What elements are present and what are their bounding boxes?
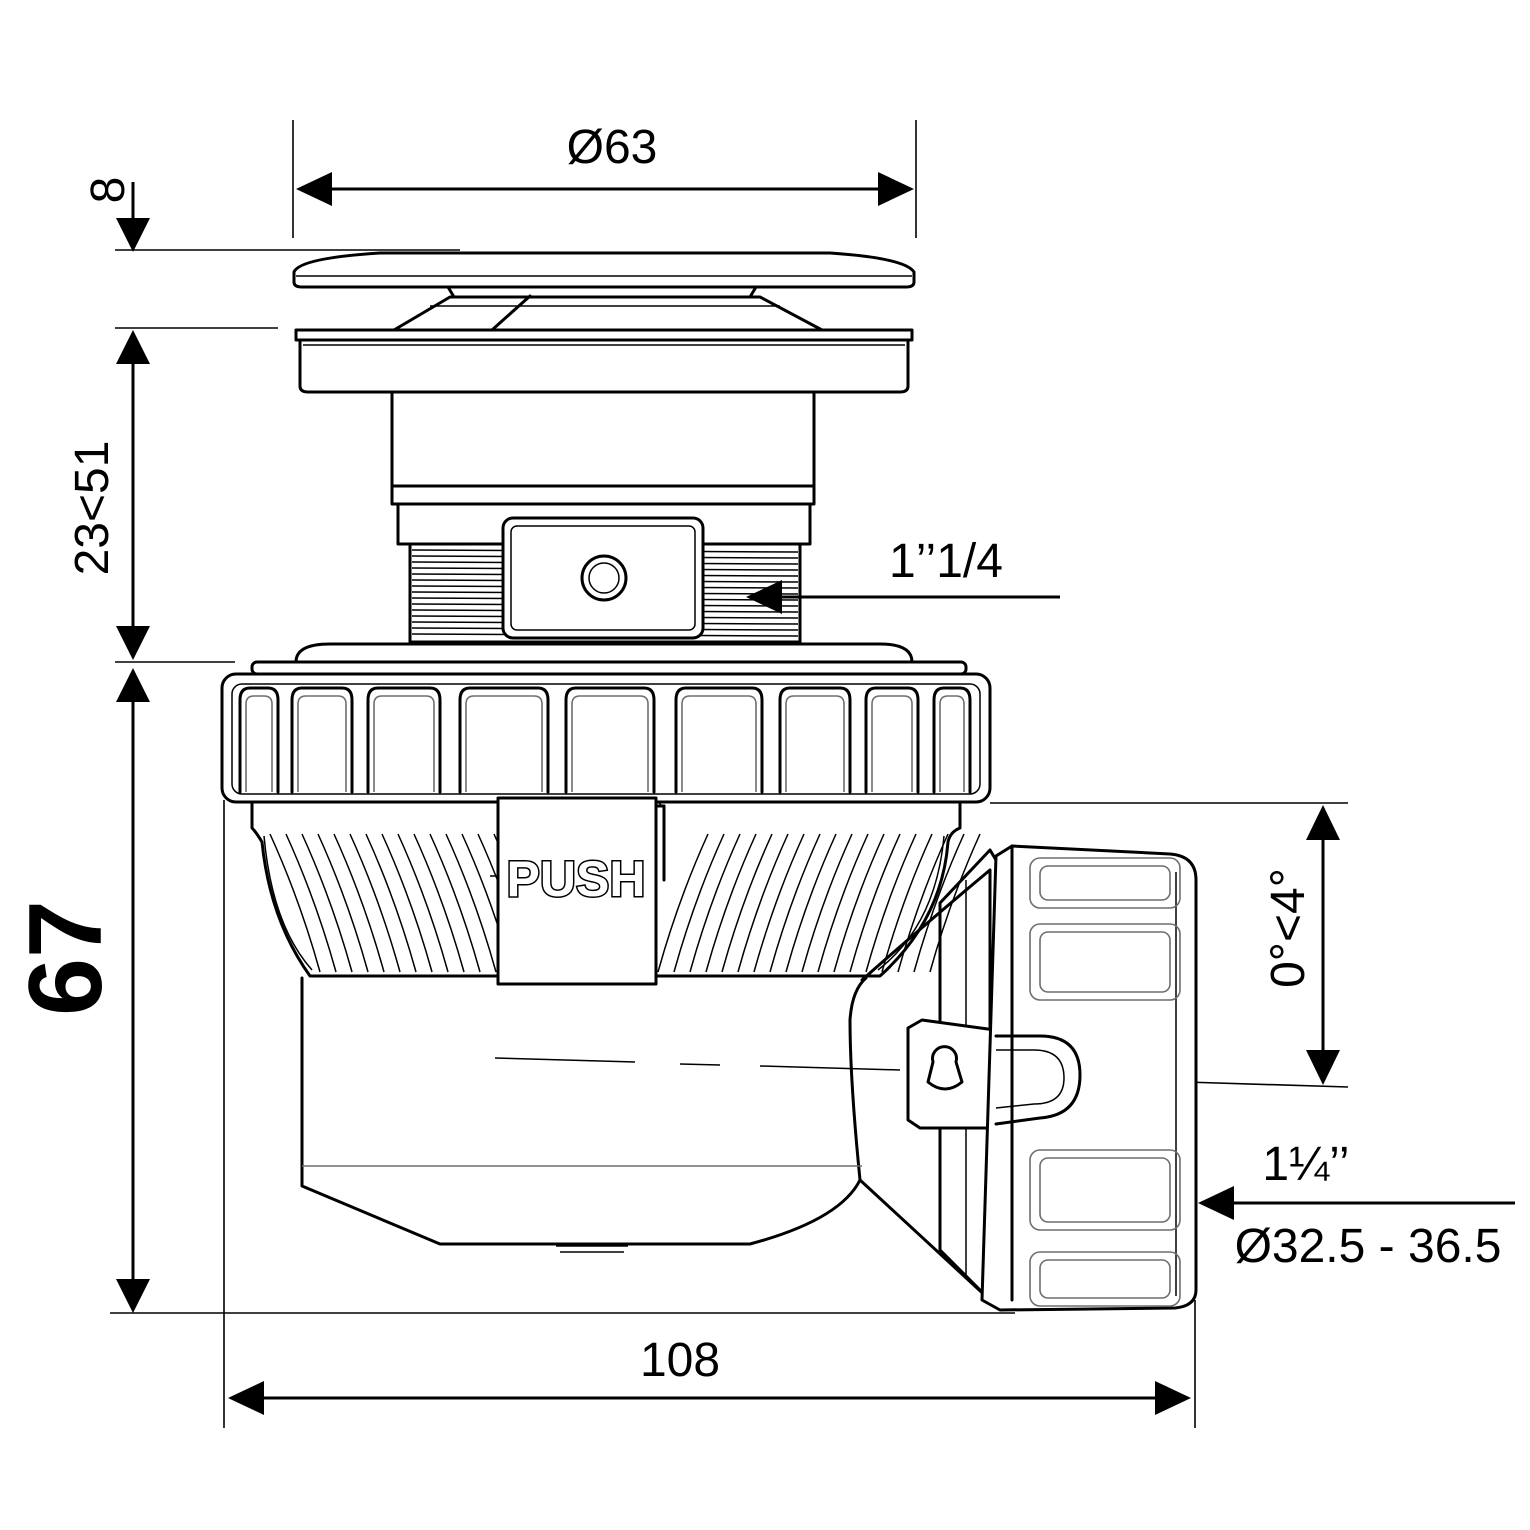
cap-height-label: 8	[82, 177, 135, 204]
body-groove	[689, 833, 741, 973]
body-groove	[913, 833, 965, 973]
body-groove	[333, 833, 385, 973]
body-groove	[785, 833, 837, 973]
adjust-range-label: 23<51	[66, 441, 119, 576]
outlet-nut-lug	[1029, 1149, 1181, 1231]
nut-rib-inner	[465, 695, 543, 792]
outlet-nut-lug-inner	[1039, 931, 1171, 993]
body-groove	[769, 833, 821, 973]
body-groove	[849, 833, 901, 973]
outlet-nut-lug	[1029, 857, 1181, 909]
push-clip[interactable]: PUSH	[490, 796, 666, 986]
nut-rib	[238, 686, 280, 794]
extension-lines	[110, 120, 1349, 1428]
body-groove	[381, 833, 433, 973]
total-height-label: 67	[8, 900, 124, 1016]
plug-cap	[292, 251, 916, 332]
outlet-thread-label: 1¼’’	[1262, 1138, 1349, 1191]
outlet-nut-lug-inner	[1039, 865, 1171, 901]
nut-rib-inner	[571, 695, 649, 792]
body-groove	[429, 833, 481, 973]
push-label: PUSH	[507, 851, 646, 907]
body-groove	[317, 833, 369, 973]
nut-rib-inner	[373, 695, 435, 792]
body-groove	[865, 833, 917, 973]
nut-rib	[674, 686, 764, 794]
outlet-diameter-label: Ø32.5 - 36.5	[1235, 1220, 1502, 1273]
body-groove	[365, 833, 417, 973]
body-groove	[445, 833, 497, 973]
nut-rib-inner	[939, 695, 965, 792]
body-groove	[881, 833, 933, 973]
nut-rib	[290, 686, 354, 794]
body-groove	[897, 833, 949, 973]
dimension-labels: Ø63 8 23<51 1’’1/4 67 0°<4° 1¼’’ Ø32.5 -…	[8, 121, 1501, 1387]
nut-rib	[366, 686, 442, 794]
outlet-nut-lug-inner	[1039, 1259, 1171, 1299]
nut-rib	[864, 686, 920, 794]
outlet-nut-lug-inner	[1039, 1157, 1171, 1223]
nut-rib-inner	[785, 695, 845, 792]
plug-flange	[294, 328, 914, 394]
top-diameter-label: Ø63	[567, 121, 658, 174]
knurled-nut	[220, 672, 992, 804]
nut-rib	[458, 686, 550, 794]
keyhole-plate	[906, 1018, 997, 1130]
nut-rib	[778, 686, 852, 794]
body-groove	[397, 833, 449, 973]
body-groove	[705, 833, 757, 973]
nut-rib-inner	[871, 695, 913, 792]
outlet-nut	[980, 844, 1198, 1312]
ribbed-body	[250, 800, 981, 978]
body-groove	[301, 833, 353, 973]
plug-thread	[408, 516, 802, 644]
body-groove	[657, 833, 709, 973]
nut-rib-inner	[245, 695, 273, 792]
body-groove	[673, 833, 725, 973]
nut-rib-inner	[681, 695, 757, 792]
body-groove	[413, 833, 465, 973]
nut-rib	[564, 686, 656, 794]
tilt-range-label: 0°<4°	[1262, 868, 1315, 988]
body-groove	[833, 833, 885, 973]
nut-rib-inner	[297, 695, 347, 792]
nut-rib	[932, 686, 972, 794]
outlet-nut-lug	[1029, 1251, 1181, 1307]
waste-plug-drawing: PUSH	[220, 251, 1198, 1312]
body-groove	[349, 833, 401, 973]
thread-size-label: 1’’1/4	[889, 535, 1003, 588]
body-groove	[269, 833, 321, 973]
body-groove	[801, 833, 853, 973]
body-groove	[753, 833, 805, 973]
body-groove	[285, 833, 337, 973]
outlet-nut-lug	[1029, 923, 1181, 1001]
body-groove	[817, 833, 869, 973]
body-groove	[737, 833, 789, 973]
body-groove	[721, 833, 773, 973]
total-width-label: 108	[640, 1334, 720, 1387]
